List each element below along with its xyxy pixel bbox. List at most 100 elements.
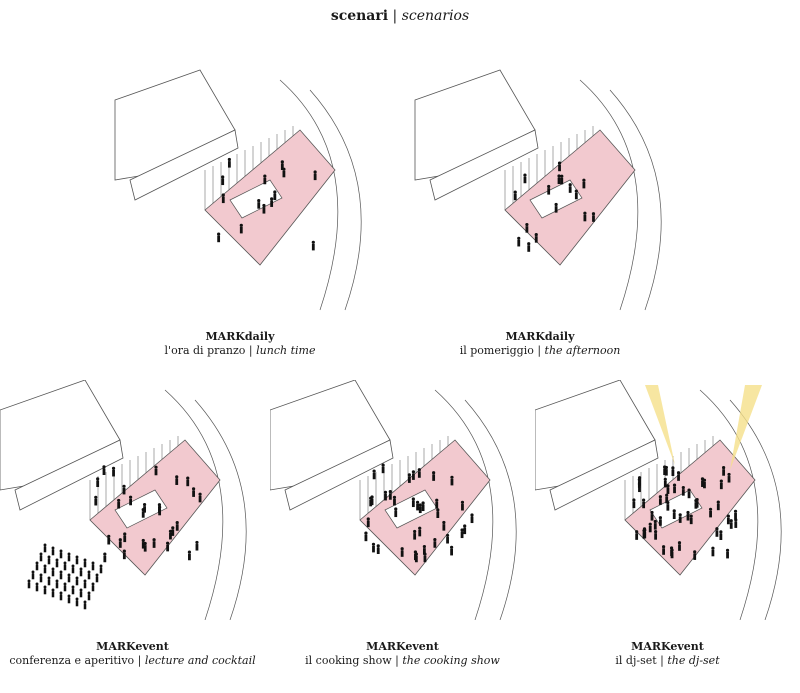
person-head bbox=[702, 478, 707, 482]
person-head bbox=[122, 549, 126, 553]
person-head bbox=[394, 507, 398, 511]
person-head bbox=[648, 522, 652, 526]
person-body bbox=[632, 501, 636, 509]
person-body bbox=[122, 487, 126, 495]
person-head bbox=[47, 576, 51, 580]
person-head bbox=[417, 468, 421, 472]
person-body bbox=[186, 479, 190, 487]
kiosk bbox=[649, 489, 703, 529]
person-head bbox=[51, 546, 55, 550]
person-body bbox=[154, 468, 158, 476]
building-facade bbox=[549, 439, 659, 511]
person-body bbox=[166, 544, 170, 552]
person-head bbox=[221, 175, 225, 179]
person-head bbox=[39, 573, 43, 577]
person-head bbox=[186, 476, 190, 480]
person-body bbox=[653, 523, 657, 530]
person-head bbox=[517, 236, 521, 240]
person-head bbox=[632, 498, 636, 502]
person-head bbox=[102, 465, 106, 469]
person-body bbox=[27, 582, 31, 589]
person-body bbox=[709, 510, 712, 518]
person-body bbox=[47, 558, 51, 565]
kiosk bbox=[114, 489, 168, 529]
person-body bbox=[67, 597, 71, 604]
person-body bbox=[117, 502, 121, 509]
person-body bbox=[158, 508, 162, 516]
person-head bbox=[653, 519, 657, 524]
building-facade bbox=[284, 439, 394, 511]
person-body bbox=[313, 173, 317, 181]
person-body bbox=[703, 481, 706, 489]
person-head bbox=[658, 495, 662, 499]
person-head bbox=[227, 157, 231, 162]
person-body bbox=[257, 202, 261, 209]
person-body bbox=[59, 552, 63, 559]
person-head bbox=[672, 483, 677, 487]
person-head bbox=[71, 564, 75, 568]
person-head bbox=[678, 513, 682, 517]
person-head bbox=[31, 570, 35, 574]
person-body bbox=[381, 466, 385, 474]
person-body bbox=[689, 517, 693, 525]
person-head bbox=[658, 516, 662, 520]
person-head bbox=[366, 517, 370, 521]
person-head bbox=[687, 488, 691, 492]
person-head bbox=[436, 508, 440, 512]
person-body bbox=[450, 548, 454, 556]
person-body bbox=[534, 236, 538, 243]
person-body bbox=[112, 469, 115, 477]
person-head bbox=[421, 501, 425, 505]
person-body bbox=[695, 501, 699, 508]
person-body bbox=[384, 493, 387, 501]
person-body bbox=[75, 600, 79, 607]
caption-lunch: MARKdaily l'ora di pranzo | lunch time bbox=[110, 330, 370, 358]
person-body bbox=[79, 591, 83, 598]
person-body bbox=[711, 549, 715, 557]
person-head bbox=[87, 570, 91, 574]
person-body bbox=[686, 514, 690, 521]
person-head bbox=[722, 466, 726, 470]
person-head bbox=[55, 558, 59, 562]
person-head bbox=[280, 160, 284, 164]
person-head bbox=[96, 477, 100, 481]
person-head bbox=[568, 183, 572, 187]
person-head bbox=[95, 573, 99, 577]
person-body bbox=[263, 177, 267, 185]
person-body bbox=[673, 486, 676, 494]
person-body bbox=[523, 176, 527, 184]
person-body bbox=[670, 549, 673, 557]
person-head bbox=[695, 497, 699, 502]
person-head bbox=[158, 505, 162, 509]
person-head bbox=[432, 471, 436, 475]
person-body bbox=[103, 555, 107, 563]
person-head bbox=[79, 567, 83, 571]
person-body bbox=[726, 517, 730, 525]
person-head bbox=[418, 503, 422, 507]
person-head bbox=[418, 526, 422, 530]
person-body bbox=[175, 524, 179, 531]
street-line bbox=[699, 389, 759, 620]
person-head bbox=[79, 588, 83, 592]
person-head bbox=[686, 510, 690, 515]
title-main: scenari bbox=[330, 8, 389, 24]
person-body bbox=[152, 541, 156, 548]
person-body bbox=[83, 603, 87, 610]
person-head bbox=[270, 197, 274, 201]
person-body bbox=[446, 537, 449, 544]
person-head bbox=[166, 541, 170, 545]
person-head bbox=[43, 585, 47, 589]
person-body bbox=[43, 567, 47, 574]
person-head bbox=[665, 493, 669, 497]
person-body bbox=[417, 471, 421, 478]
person-body bbox=[67, 555, 71, 562]
person-body bbox=[560, 177, 564, 185]
person-body bbox=[418, 529, 422, 537]
person-body bbox=[369, 499, 373, 507]
person-head bbox=[239, 223, 243, 227]
person-head bbox=[415, 500, 420, 504]
person-head bbox=[51, 588, 55, 592]
person-body bbox=[662, 548, 665, 555]
person-head bbox=[725, 548, 730, 552]
axonometric-diagram bbox=[270, 380, 517, 620]
